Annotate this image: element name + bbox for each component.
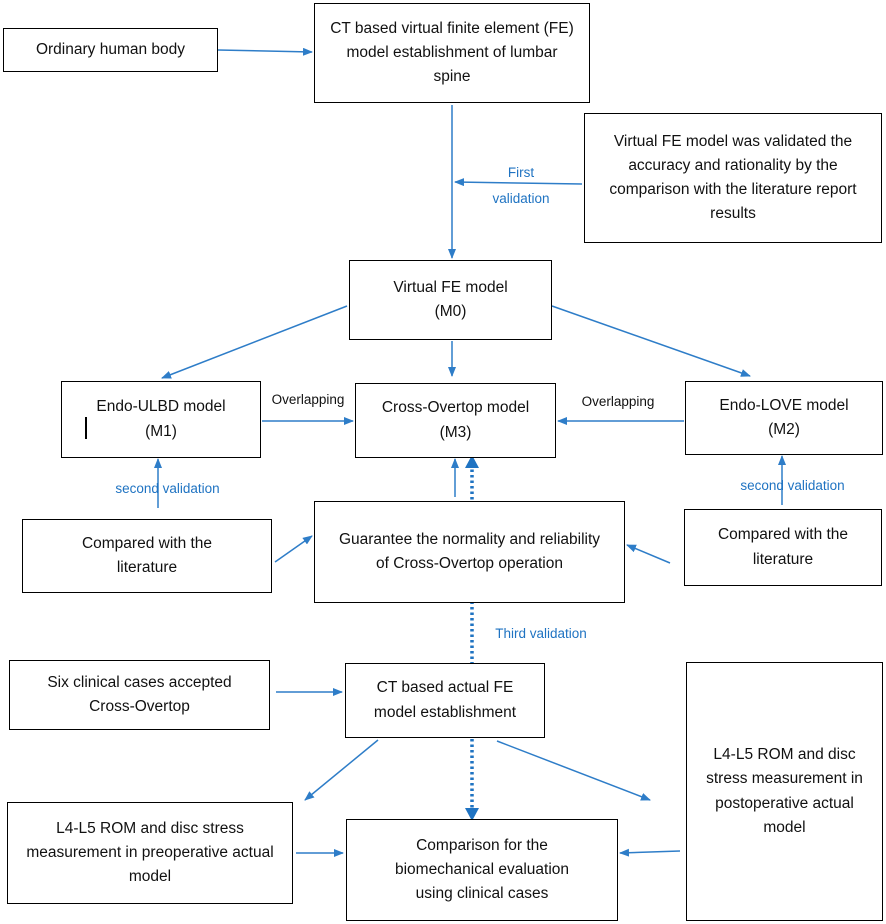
m2-text: Endo-LOVE model (M2): [719, 396, 849, 438]
compared-literature-left-box: Compared with the literature: [22, 519, 272, 593]
preoperative-measurement-box: L4-L5 ROM and disc stress measurement in…: [7, 802, 293, 904]
arrow-m0-to-m1: [161, 305, 348, 379]
first-validation-label: First validation: [492, 165, 550, 207]
arrow-ordinary-to-ct-virtual: [217, 47, 313, 56]
arrow-compared-left-to-guarantee: [274, 535, 313, 563]
m0-box: Virtual FE model (M0): [349, 260, 552, 340]
preoperative-measurement-text: L4-L5 ROM and disc stress measurement in…: [26, 819, 274, 885]
ct-virtual-fe-text: CT based virtual finite element (FE) mod…: [330, 19, 574, 85]
m0-text: Virtual FE model (M0): [393, 278, 508, 320]
compared-literature-right-box: Compared with the literature: [684, 509, 882, 586]
overlapping-right-label: Overlapping: [581, 394, 655, 409]
arrow-ct-actual-to-preop: [304, 739, 379, 801]
text-cursor-mark: [85, 417, 87, 439]
virtual-model-validated-box: Virtual FE model was validated the accur…: [584, 113, 882, 243]
comparison-text: Comparison for the biomechanical evaluat…: [394, 836, 570, 902]
second-validation-left-label: second validation: [115, 481, 220, 496]
third-validation-label: Third validation: [495, 626, 587, 641]
m3-text: Cross-Overtop model (M3): [381, 399, 530, 441]
six-clinical-cases-box: Six clinical cases accepted Cross-Overto…: [9, 660, 270, 730]
ct-actual-fe-text: CT based actual FE model establishment: [373, 679, 517, 721]
m1-text: Endo-ULBD model (M1): [96, 398, 226, 440]
arrow-validated-to-main-line: [454, 178, 583, 187]
guarantee-box: Guarantee the normality and reliability …: [314, 501, 625, 603]
ct-virtual-fe-box: CT based virtual finite element (FE) mod…: [314, 3, 590, 103]
ct-actual-fe-box: CT based actual FE model establishment: [345, 663, 545, 738]
arrow-ct-actual-to-postop: [496, 740, 651, 801]
guarantee-text: Guarantee the normality and reliability …: [338, 530, 601, 572]
arrow-postop-to-comparison: [619, 848, 681, 857]
virtual-model-validated-text: Virtual FE model was validated the accur…: [609, 132, 857, 223]
compared-literature-right-text: Compared with the literature: [717, 526, 849, 568]
ordinary-human-body-box: Ordinary human body: [3, 28, 218, 72]
ordinary-human-body-text: Ordinary human body: [35, 40, 186, 58]
arrow-m0-to-m2: [551, 305, 751, 377]
postoperative-measurement-box: L4-L5 ROM and disc stress measurement in…: [686, 662, 883, 921]
comparison-box: Comparison for the biomechanical evaluat…: [346, 819, 618, 921]
m2-box: Endo-LOVE model (M2): [685, 381, 883, 455]
m1-box: Endo-ULBD model (M1): [61, 381, 261, 458]
overlapping-left-label: Overlapping: [271, 392, 345, 407]
arrow-compared-right-to-guarantee: [626, 544, 671, 564]
postoperative-measurement-text: L4-L5 ROM and disc stress measurement in…: [706, 746, 863, 836]
second-validation-right-label: second validation: [740, 478, 845, 493]
compared-literature-left-text: Compared with the literature: [81, 534, 213, 576]
third-validation-dotted-arrow: [465, 455, 479, 821]
six-clinical-cases-text: Six clinical cases accepted Cross-Overto…: [47, 673, 232, 715]
m3-box: Cross-Overtop model (M3): [355, 383, 556, 458]
